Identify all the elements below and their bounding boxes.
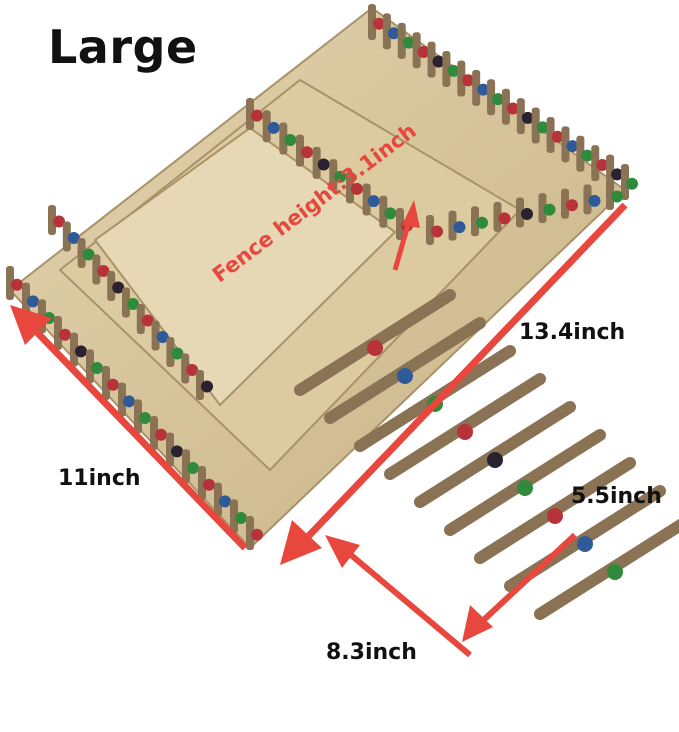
width-label: 11inch bbox=[58, 466, 141, 491]
length-label: 13.4inch bbox=[519, 320, 626, 345]
fence-posts bbox=[6, 4, 638, 550]
measurement-arrows bbox=[10, 200, 628, 658]
ladder-width-label: 5.5inch bbox=[571, 484, 662, 509]
ladder-length-label: 8.3inch bbox=[326, 640, 417, 665]
title: Large bbox=[48, 20, 198, 74]
